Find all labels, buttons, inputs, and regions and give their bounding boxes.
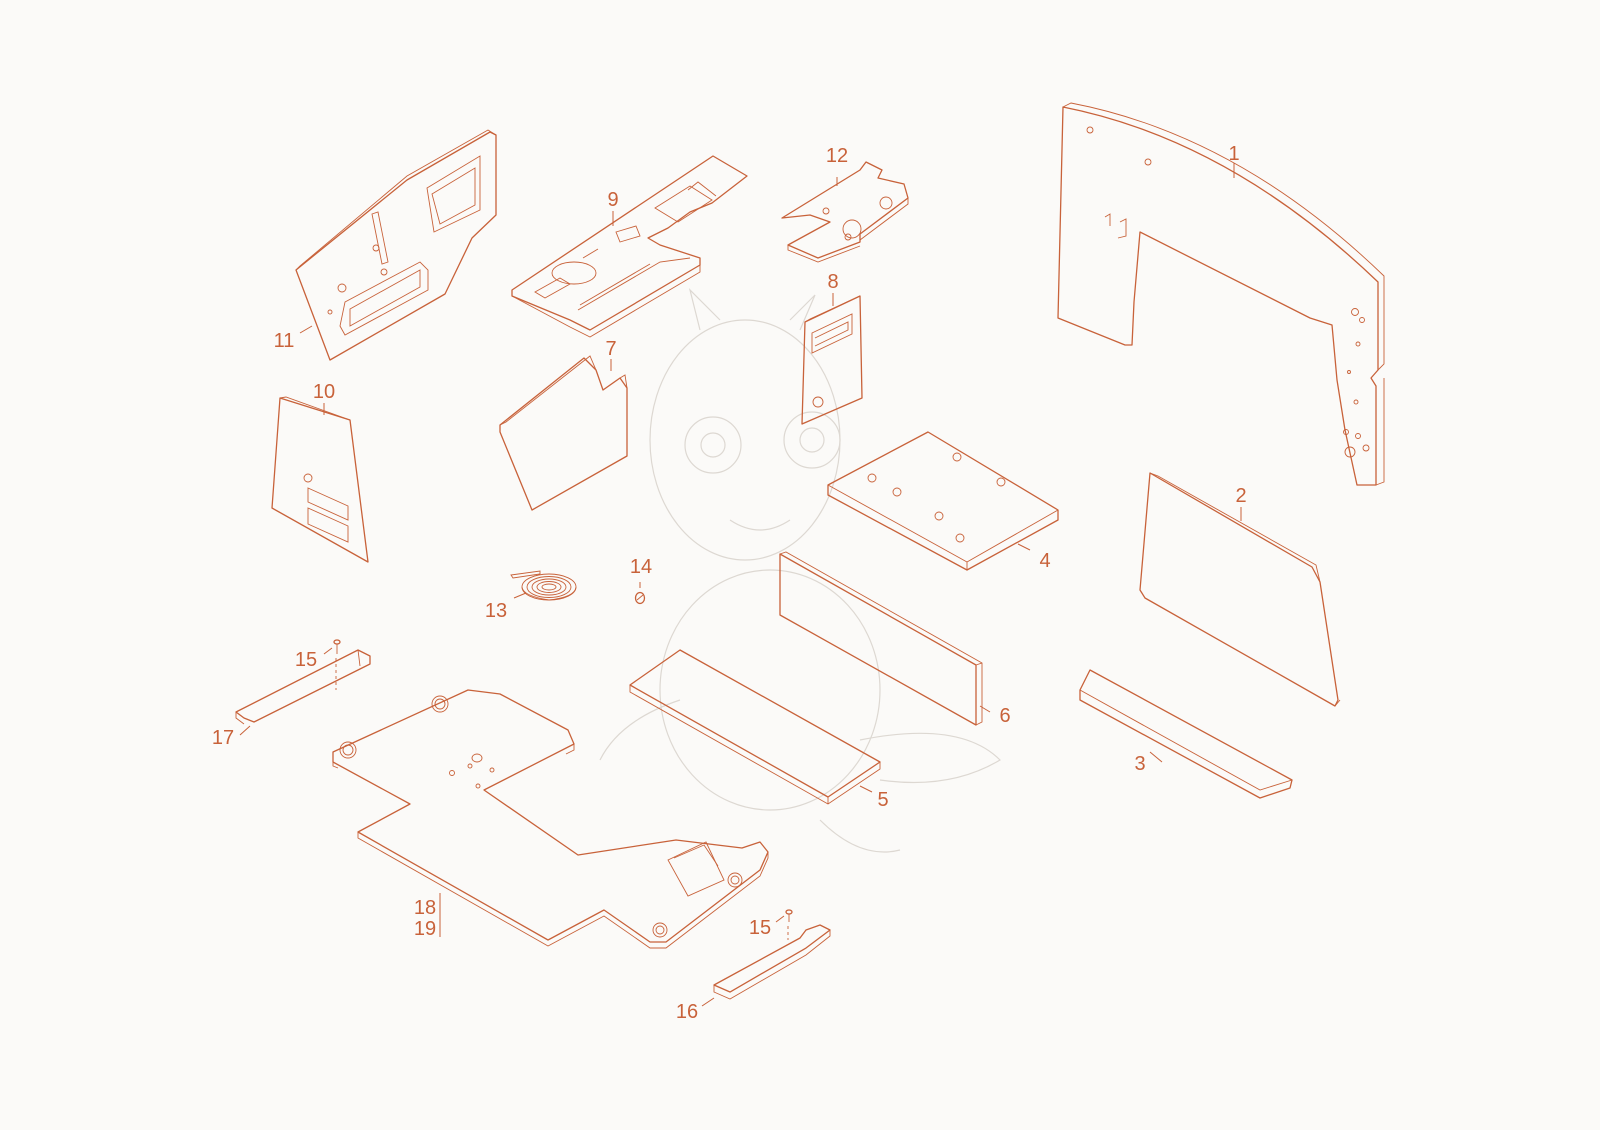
callout-3: 3: [1134, 753, 1145, 775]
dragon-watermark-icon: [599, 288, 1001, 853]
callout-14: 14: [630, 556, 652, 578]
callout-19: 19: [414, 918, 436, 940]
callout-15-upper: 15: [295, 649, 317, 671]
part-12-cover-plate: 12: [781, 145, 909, 263]
part-17-bracket: 17: [212, 649, 371, 749]
part-6-front-board: 6: [779, 551, 1011, 727]
part-16-bracket: 16: [676, 924, 831, 1023]
part-1-side-panel: 1: [1057, 102, 1385, 486]
part-5-long-board: 5: [629, 649, 889, 811]
part-14-knob: 14: [630, 556, 652, 605]
callout-15-lower: 15: [749, 917, 771, 939]
part-15-screw-upper: 15: [295, 639, 341, 690]
callout-12: 12: [826, 145, 848, 167]
callout-17: 17: [212, 727, 234, 749]
callout-9: 9: [607, 189, 618, 211]
callout-5: 5: [877, 789, 888, 811]
callout-6: 6: [999, 705, 1010, 727]
part-15-screw-lower: 15: [749, 909, 793, 940]
callout-2: 2: [1235, 485, 1246, 507]
part-13-coiled-cable: 13: [485, 570, 577, 622]
part-2-rear-panel: 2: [1139, 472, 1341, 707]
callout-7: 7: [605, 338, 616, 360]
callout-10: 10: [313, 381, 335, 403]
part-9-top-deck: 9: [511, 155, 748, 338]
part-18-19-base-plate: 18 19: [332, 689, 769, 949]
callout-8: 8: [827, 271, 838, 293]
callout-18: 18: [414, 897, 436, 919]
callout-11: 11: [274, 330, 295, 352]
part-11-control-panel: 11: [274, 129, 497, 361]
part-4-top-plate: 4: [827, 431, 1059, 572]
callout-4: 4: [1039, 550, 1050, 572]
part-3-bottom-strip: 3: [1079, 669, 1293, 799]
part-8-upright-panel: 8: [801, 271, 863, 425]
callout-13: 13: [485, 600, 507, 622]
callout-1: 1: [1228, 143, 1239, 165]
part-7-side-board: 7: [499, 338, 628, 511]
callout-16: 16: [676, 1001, 698, 1023]
part-10-small-side-panel: 10: [271, 381, 369, 563]
